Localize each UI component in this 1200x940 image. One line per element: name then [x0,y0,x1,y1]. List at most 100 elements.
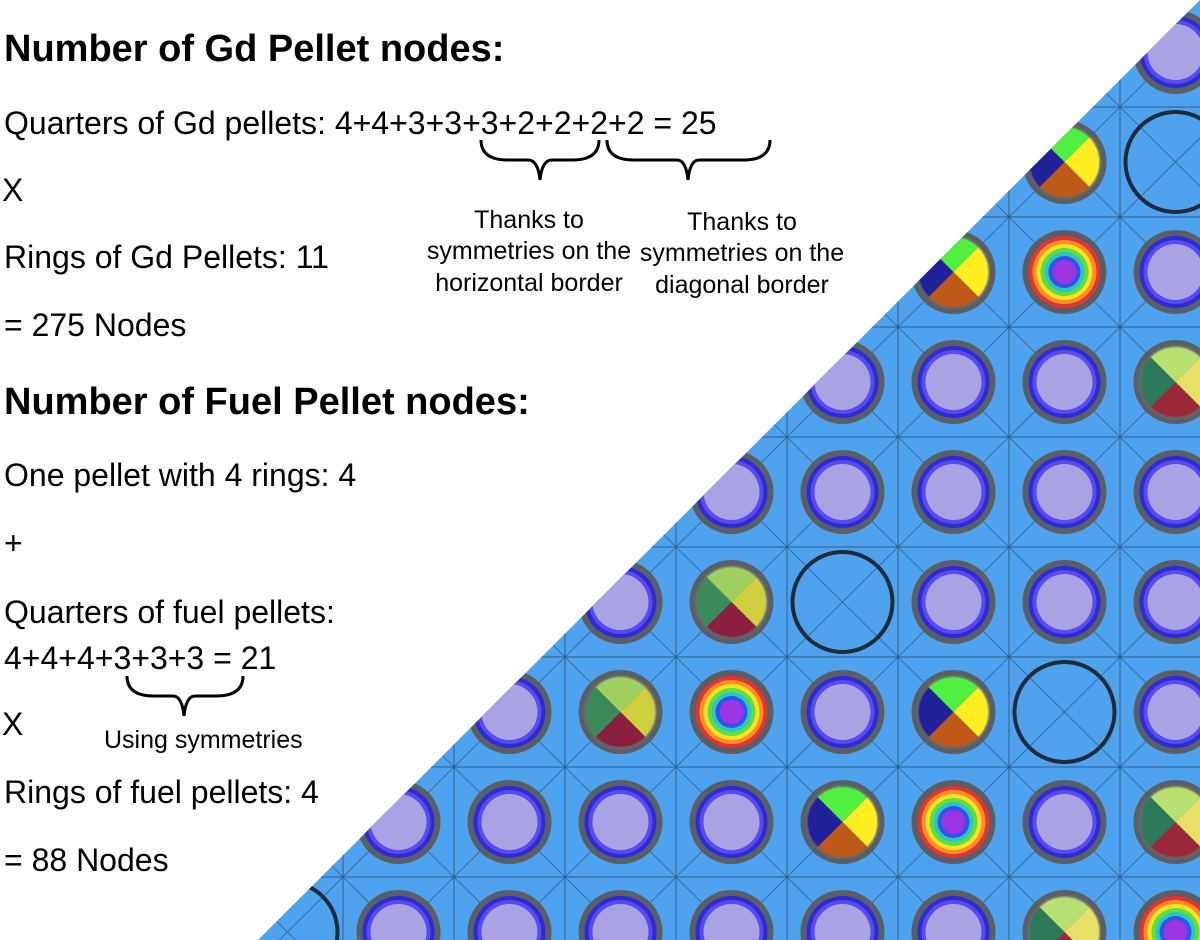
lattice-cell [453,656,566,768]
fuel-pellet [689,890,774,940]
lattice-cell [675,656,788,768]
lattice-cell [564,326,677,438]
lattice-cell [897,656,1010,768]
horizontal-border-brace [479,139,601,181]
fuel-pellet [578,340,663,424]
lattice-cell [453,876,566,940]
lattice-cell [675,876,788,940]
lattice-cell [897,106,1010,218]
gd-quarters-equation: 4+4+3+3+3+2+2+2+2 = 25 [334,105,717,141]
lattice-cell [1119,546,1200,658]
gd-quarters-line: Quarters of Gd pellets: 4+4+3+3+3+2+2+2+… [4,107,717,139]
lattice-cell [564,656,677,768]
fuel-quarters-equation: 4+4+4+3+3+3 = 21 [4,640,277,676]
fuel-pellet [467,890,552,940]
fuel-pellet [800,120,885,204]
fuel-pellet [1133,890,1200,940]
fuel-pellet [356,450,441,534]
diagonal-border-brace [605,139,772,181]
lattice-cell [675,0,788,108]
lattice-cell [564,436,677,548]
lattice-cell [453,436,566,548]
lattice-cell [1008,106,1121,218]
fuel-pellet [911,670,996,754]
gd-quarters-label: Quarters of Gd pellets: [4,105,326,141]
fuel-times-sign: X [2,706,24,742]
lattice-cell [786,766,899,878]
fuel-pellet [1022,890,1107,940]
fuel-pellet [689,450,774,534]
fuel-pellet [1133,230,1200,314]
lattice-cell [1119,766,1200,878]
lattice-cell [342,656,455,768]
lattice-cell [786,326,899,438]
lattice-cell [342,546,455,658]
lattice-cell [564,766,677,878]
lattice-cell [1119,876,1200,940]
lattice-cell [1119,326,1200,438]
lattice-cell [1008,0,1121,108]
lattice-cell [121,877,232,940]
lattice-cell [897,546,1010,658]
fuel-pellet [689,10,774,94]
fuel-pellet [356,560,441,644]
lattice-cell [1119,656,1200,768]
fuel-pellet [568,440,673,544]
lattice-cell [342,436,455,548]
fuel-pellet [24,670,108,754]
gd-rings-line: Rings of Gd Pellets: 11 [4,239,329,275]
fuel-pellet [1022,10,1107,94]
lattice-cell [1119,436,1200,548]
horizontal-border-note: Thanks to symmetries on the horizontal b… [426,206,632,297]
fuel-pellet [689,560,774,644]
lattice-cell [897,216,1010,328]
fuel-pellet [911,780,996,864]
fuel-single-line: One pellet with 4 rings: 4 [4,457,357,493]
fuel-pellet [578,10,663,94]
fuel-pellet [578,780,663,864]
fuel-heading: Number of Fuel Pellet nodes: [4,381,530,423]
lattice-cell [1008,216,1121,328]
fuel-pellet [911,230,996,314]
fuel-pellet [911,120,996,204]
lattice-cell [453,546,566,658]
fuel-pellet [356,780,441,864]
fuel-pellet [356,670,441,754]
lattice-cell [897,326,1010,438]
lattice-cell [786,0,899,108]
gd-result: = 275 Nodes [4,307,187,343]
gd-heading: Number of Gd Pellet nodes: [4,28,505,70]
lattice-cell [675,766,788,878]
fuel-pellet [467,780,552,864]
fuel-pellet [467,450,552,534]
lattice-cell [10,877,121,940]
lattice-cell [342,876,455,940]
fuel-pellet [1022,450,1107,534]
fuel-pellet [1133,450,1200,534]
fuel-pellet [800,450,885,534]
fuel-pellet [800,670,885,754]
fuel-pellet [911,450,996,534]
fuel-pellet [800,780,885,864]
lattice-cell [786,436,899,548]
lattice-cell [897,876,1010,940]
lattice-cell [897,766,1010,878]
lattice-cell [675,546,788,658]
fuel-pellet [1022,780,1107,864]
fuel-pellet [1123,110,1200,214]
fuel-pellet [1022,230,1107,314]
fuel-pellet [689,670,774,754]
diagonal-border-note: Thanks to symmetries on the diagonal bor… [639,208,845,299]
lattice-cell [1008,436,1121,548]
fuel-pellet [578,670,663,754]
fuel-symmetry-note: Using symmetries [104,726,303,754]
lattice-cell [897,436,1010,548]
fuel-plus-sign: + [4,525,23,561]
fuel-pellet [790,550,895,654]
fuel-pellet [578,560,663,644]
lattice-cell [675,436,788,548]
fuel-pellet [1133,670,1200,754]
lattice-cell [786,656,899,768]
lattice-cell [564,546,677,658]
